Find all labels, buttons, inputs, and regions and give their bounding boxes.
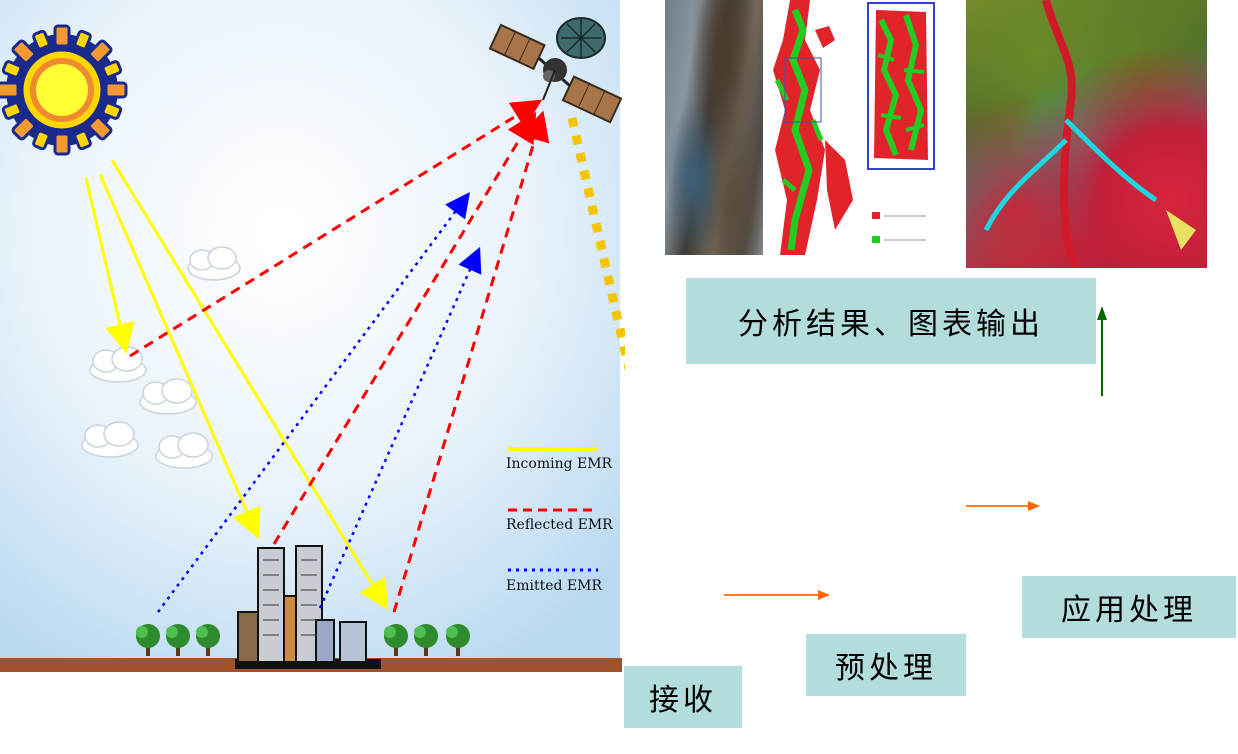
cloud-icon: [81, 246, 241, 469]
sun-icon: [0, 24, 128, 156]
receive-step-label: 接收: [649, 683, 717, 718]
preprocess-step-box: 预处理: [806, 634, 966, 696]
legend-incoming-label: Incoming EMR: [506, 456, 613, 472]
classified-map-image: [765, 0, 863, 255]
tree-icon: [136, 624, 470, 656]
incoming-emr-rays: [84, 159, 389, 611]
delta-false-color-image: [966, 0, 1207, 268]
receive-step-box: 接收: [624, 666, 742, 728]
application-step-box: 应用处理: [1022, 576, 1236, 638]
application-step-label: 应用处理: [1061, 593, 1197, 628]
output-step-label: 分析结果、图表输出: [738, 307, 1044, 342]
output-step-box: 分析结果、图表输出: [686, 278, 1096, 364]
emitted-emr-rays: [156, 191, 482, 613]
classified-map-zoom-image: [866, 0, 936, 255]
satellite-image-raw: [665, 0, 763, 255]
legend-emitted-label: Emitted EMR: [506, 578, 603, 594]
arrow-preprocess-to-application: [966, 501, 1040, 511]
reflected-emr-rays: [129, 99, 550, 613]
legend-reflected-label: Reflected EMR: [506, 517, 613, 533]
arrow-application-to-output: [1097, 306, 1107, 396]
satellite-icon: [488, 17, 623, 124]
legend: [508, 447, 598, 572]
arrow-receive-to-preprocess: [724, 590, 830, 600]
preprocess-step-label: 预处理: [835, 651, 937, 686]
city-buildings-icon: [235, 545, 381, 669]
remote-sensing-scene: [0, 0, 625, 672]
downlink-arrow: [567, 117, 625, 372]
